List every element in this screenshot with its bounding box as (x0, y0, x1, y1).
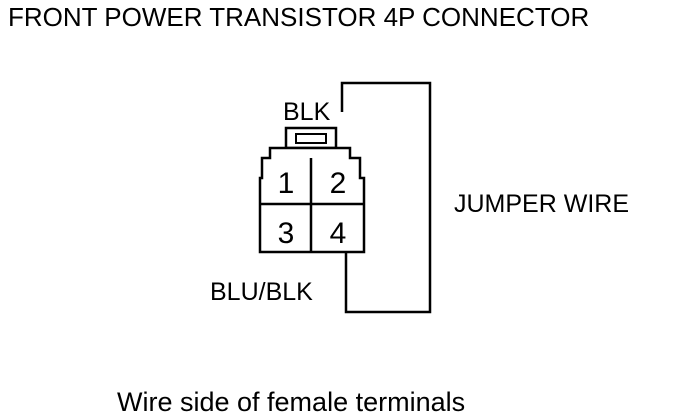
connector-lock-slot (295, 133, 327, 144)
wire-color-top: BLK (283, 98, 331, 126)
terminal-2: 2 (330, 167, 347, 200)
wire-color-bottom: BLU/BLK (210, 278, 313, 306)
terminal-1: 1 (278, 167, 295, 200)
terminal-3: 3 (278, 217, 295, 250)
diagram-title: FRONT POWER TRANSISTOR 4P CONNECTOR (8, 2, 589, 32)
terminal-4: 4 (330, 217, 347, 250)
jumper-wire-label: JUMPER WIRE (454, 190, 629, 218)
diagram-caption: Wire side of female terminals (117, 387, 465, 417)
jumper-wire (340, 81, 432, 314)
